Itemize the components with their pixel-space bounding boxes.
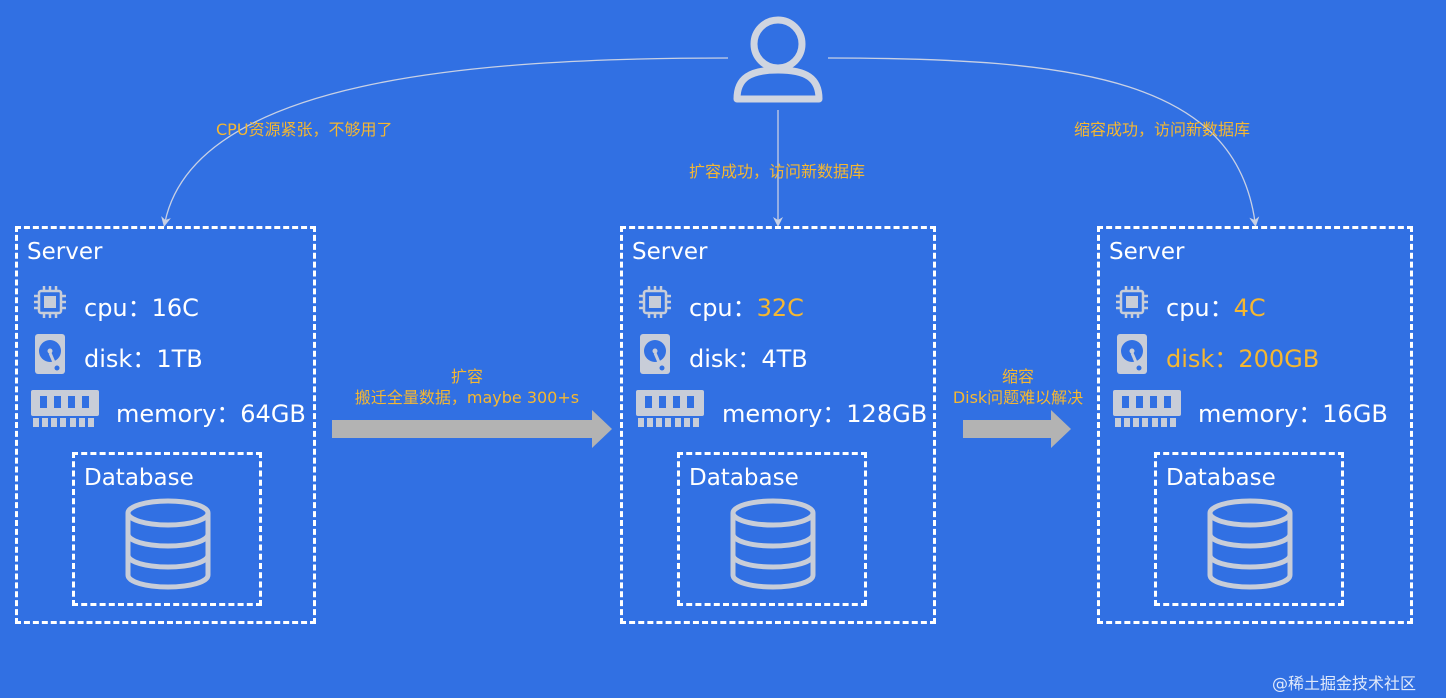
database-icon xyxy=(728,498,818,594)
cpu-value: 4C xyxy=(1233,294,1266,322)
database-icon xyxy=(1205,498,1295,594)
cpu-value: 32C xyxy=(756,294,804,322)
database-box xyxy=(677,452,867,606)
disk-label: disk： xyxy=(1166,345,1239,373)
disk-value: 200GB xyxy=(1238,345,1320,373)
server-cpu: cpu：32C xyxy=(689,288,804,323)
connector-right xyxy=(827,57,1260,227)
server-cpu: cpu：4C xyxy=(1166,288,1266,323)
expand-label: 扩容 搬迁全量数据，maybe 300+s xyxy=(354,367,580,407)
memory-icon xyxy=(30,389,100,433)
cpu-label: cpu： xyxy=(689,294,757,322)
server-box-2 xyxy=(620,226,936,624)
memory-value: 16GB xyxy=(1322,400,1388,428)
database-title: Database xyxy=(689,465,799,491)
connector-left xyxy=(161,57,729,227)
link-left-label: CPU资源紧张，不够用了 xyxy=(216,120,393,139)
server-title: Server xyxy=(1109,239,1185,265)
database-icon xyxy=(123,498,213,594)
server-disk: disk：4TB xyxy=(689,339,808,374)
user-icon xyxy=(733,16,823,103)
memory-label: memory： xyxy=(116,400,241,428)
memory-value: 64GB xyxy=(240,400,306,428)
shrink-label: 缩容 Disk问题难以解决 xyxy=(952,367,1084,407)
server-title: Server xyxy=(27,239,103,265)
cpu-label: cpu： xyxy=(1166,294,1234,322)
cpu-label: cpu： xyxy=(84,294,152,322)
disk-icon xyxy=(34,333,66,379)
memory-icon xyxy=(635,389,705,433)
disk-icon xyxy=(1116,333,1148,379)
server-memory: memory：128GB xyxy=(722,394,927,429)
server-disk: disk：200GB xyxy=(1166,339,1319,374)
memory-label: memory： xyxy=(1198,400,1323,428)
server-memory: memory：64GB xyxy=(116,394,306,429)
disk-label: disk： xyxy=(689,345,762,373)
server-disk: disk：1TB xyxy=(84,339,203,374)
server-cpu: cpu：16C xyxy=(84,288,199,323)
cpu-icon xyxy=(33,285,67,323)
cpu-value: 16C xyxy=(151,294,199,322)
memory-label: memory： xyxy=(722,400,847,428)
disk-label: disk： xyxy=(84,345,157,373)
server-box-1 xyxy=(15,226,316,624)
memory-value: 128GB xyxy=(846,400,928,428)
link-middle-label: 扩容成功，访问新数据库 xyxy=(689,162,866,181)
expand-arrow xyxy=(332,410,612,448)
disk-value: 4TB xyxy=(761,345,808,373)
shrink-arrow xyxy=(963,410,1071,448)
database-title: Database xyxy=(1166,465,1276,491)
disk-icon xyxy=(639,333,671,379)
server-memory: memory：16GB xyxy=(1198,394,1388,429)
database-title: Database xyxy=(84,465,194,491)
database-box xyxy=(1154,452,1344,606)
cpu-icon xyxy=(1115,285,1149,323)
server-title: Server xyxy=(632,239,708,265)
server-box-3 xyxy=(1097,226,1413,624)
link-right-label: 缩容成功，访问新数据库 xyxy=(1074,120,1251,139)
database-box xyxy=(72,452,262,606)
watermark: @稀土掘金技术社区 xyxy=(1272,674,1417,693)
disk-value: 1TB xyxy=(156,345,203,373)
cpu-icon xyxy=(638,285,672,323)
memory-icon xyxy=(1112,389,1182,433)
